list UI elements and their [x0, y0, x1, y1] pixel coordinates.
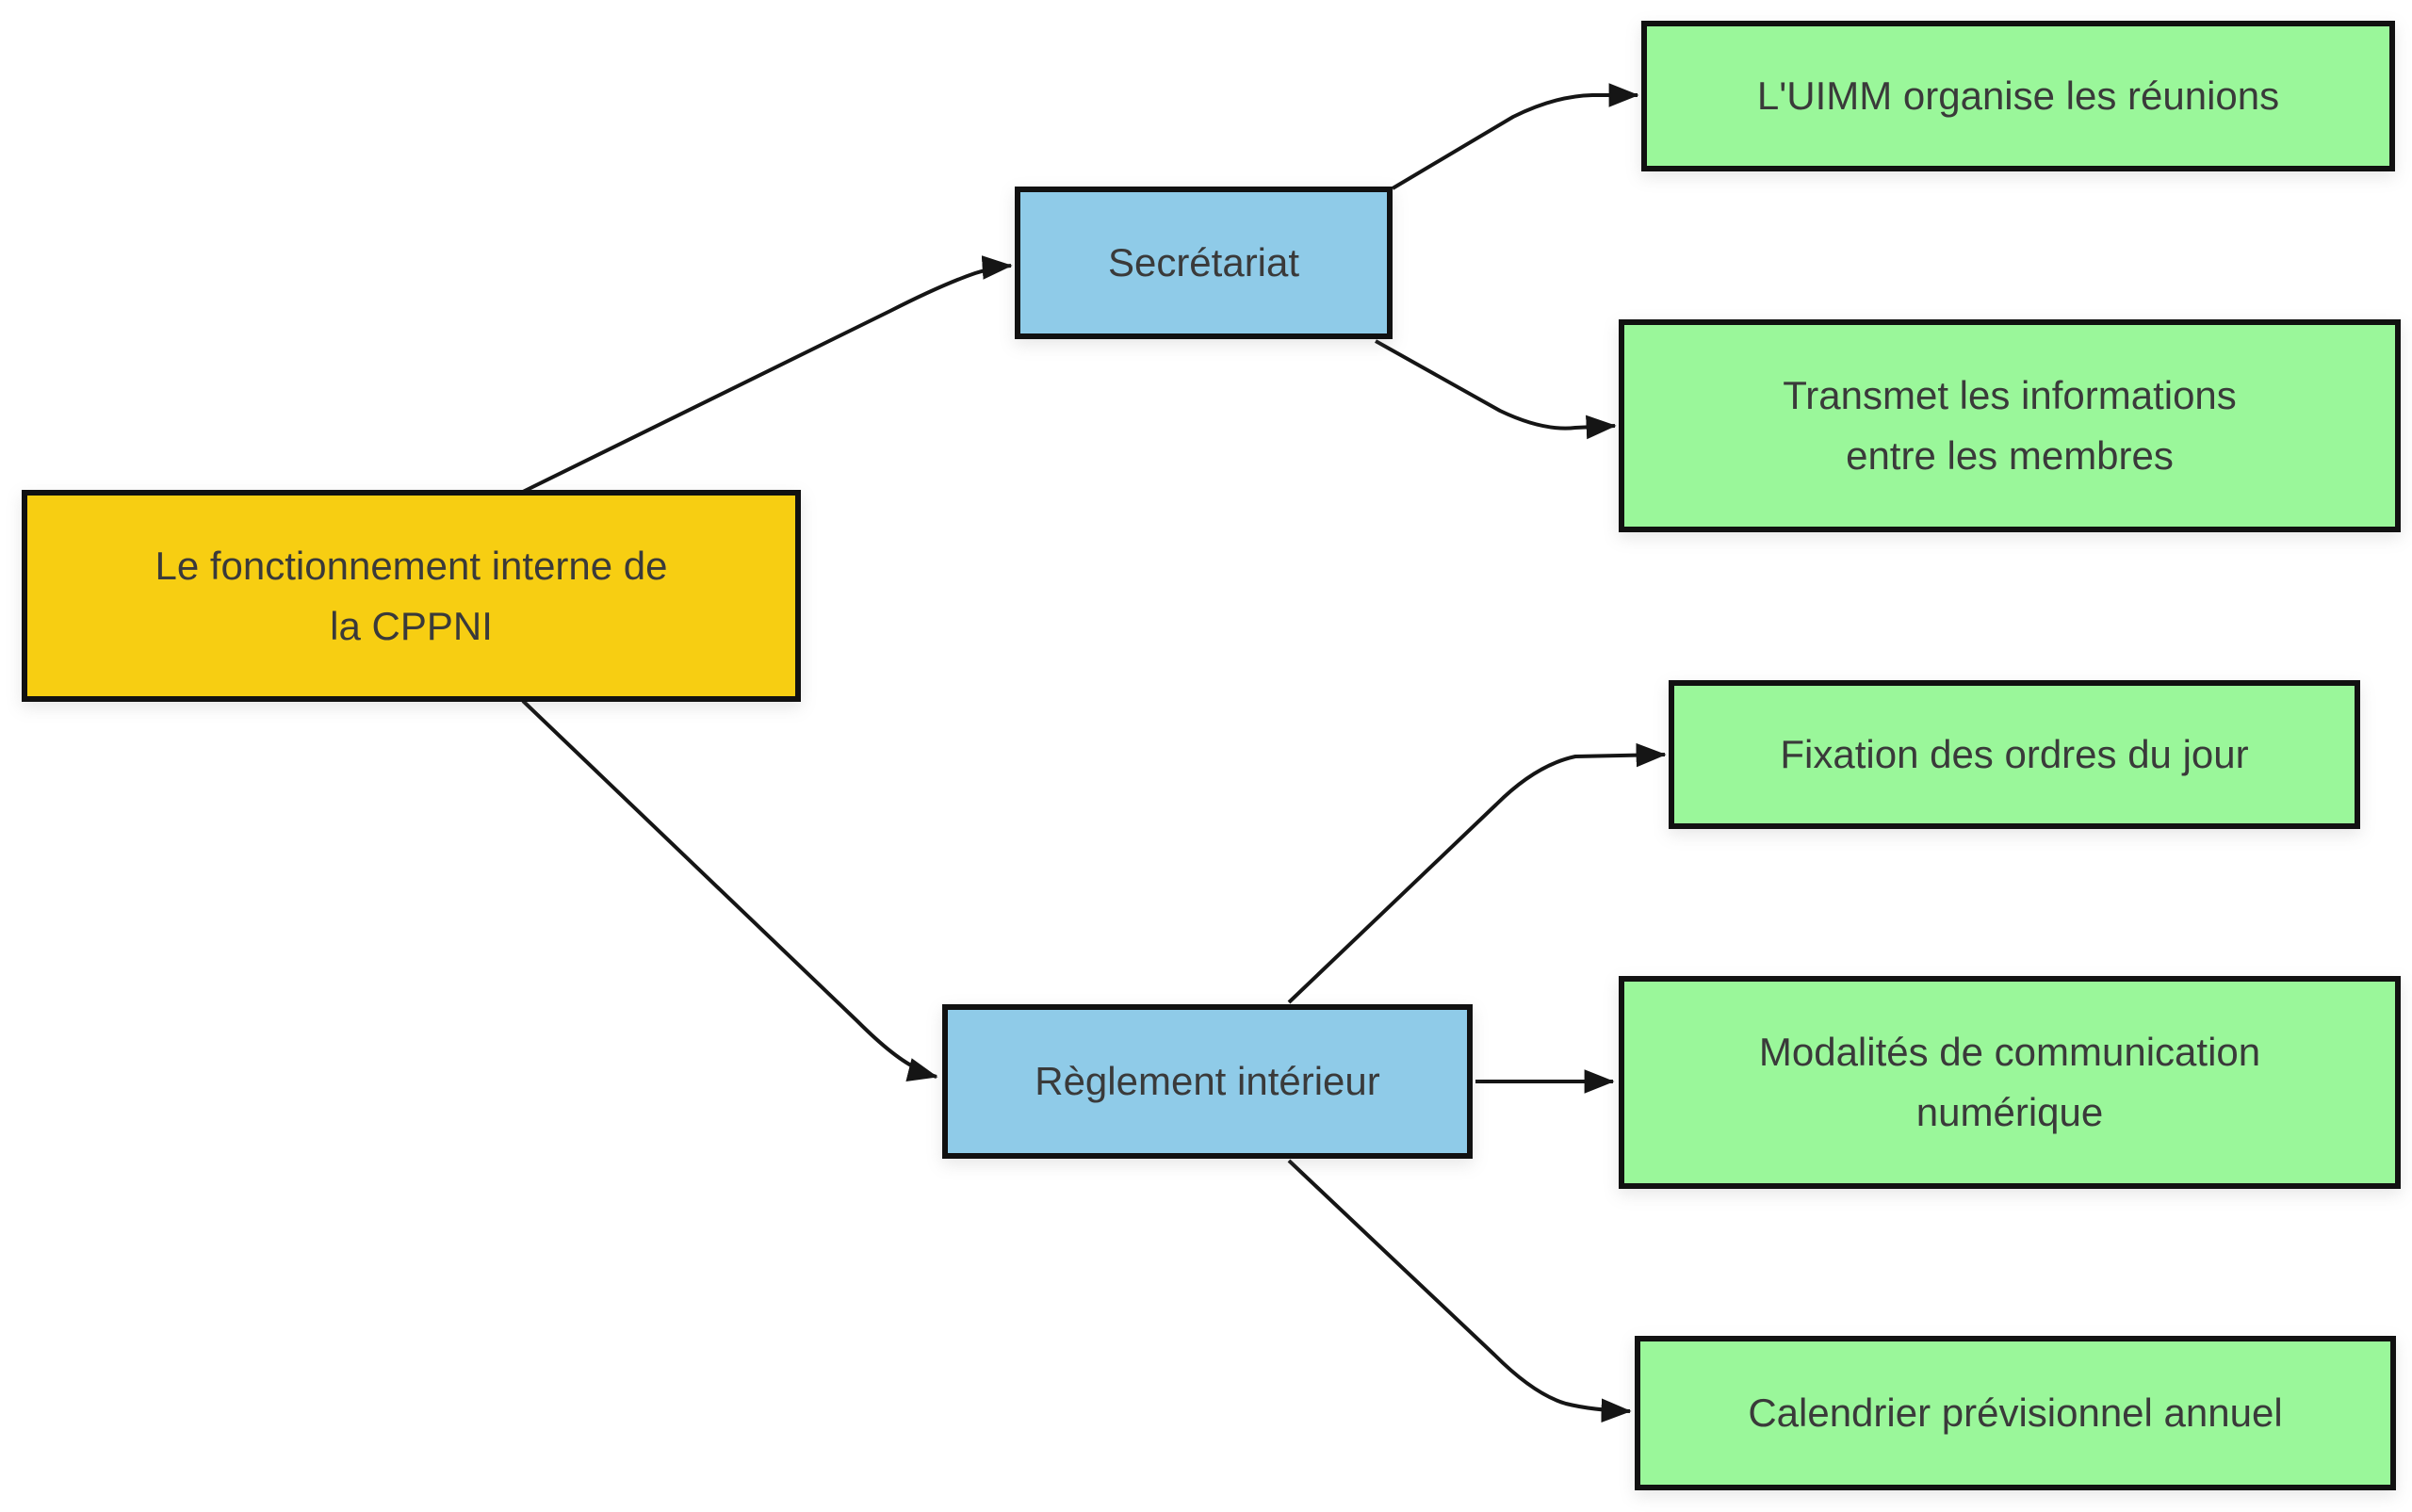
node-label-line: Transmet les informations: [1783, 373, 2237, 417]
node-reglement-interieur: Règlement intérieur: [942, 1004, 1473, 1159]
node-label-line: la CPPNI: [330, 603, 493, 648]
edge-secretariat-to-uimm: [1391, 83, 1639, 190]
node-label-line: Fixation des ordres du jour: [1780, 732, 2249, 776]
edge-reglement-to-fixation: [1287, 742, 1667, 1004]
node-secretariat: Secrétariat: [1015, 187, 1393, 339]
node-label-line: Règlement intérieur: [1035, 1059, 1380, 1103]
node-label-line: Calendrier prévisionnel annuel: [1748, 1390, 2283, 1435]
node-label-line: entre les membres: [1846, 433, 2174, 478]
node-label-line: Modalités de communication: [1758, 1030, 2261, 1074]
node-modalites-communication: Modalités de communication numérique: [1619, 976, 2401, 1189]
edge-reglement-to-calendrier: [1287, 1159, 1632, 1423]
node-fixation-ordres-du-jour: Fixation des ordres du jour: [1669, 680, 2360, 829]
node-label-line: L'UIMM organise les réunions: [1756, 73, 2280, 118]
node-calendrier-previsionnel: Calendrier prévisionnel annuel: [1635, 1336, 2396, 1490]
node-label-line: numérique: [1915, 1090, 2104, 1134]
node-uimm-organise-reunions: L'UIMM organise les réunions: [1641, 21, 2395, 171]
node-label-line: Secrétariat: [1107, 240, 1300, 285]
edge-secretariat-to-transmet: [1375, 339, 1617, 440]
node-transmet-informations: Transmet les informations entre les memb…: [1619, 319, 2401, 532]
edge-root-to-reglement: [521, 699, 938, 1082]
node-root-fonctionnement-cppni: Le fonctionnement interne de la CPPNI: [22, 490, 801, 702]
node-label-line: Le fonctionnement interne de: [155, 543, 668, 588]
edge-root-to-secretariat: [522, 255, 1013, 494]
